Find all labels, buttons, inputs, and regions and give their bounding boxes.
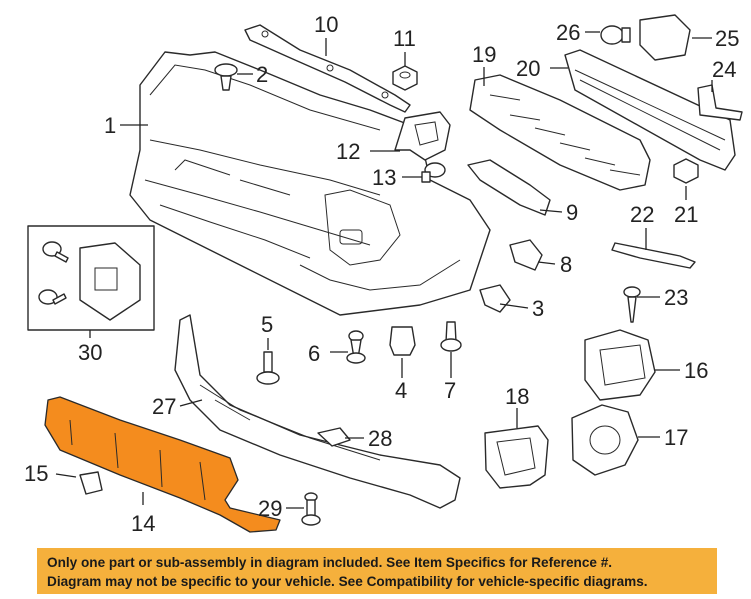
clip-15-part <box>79 471 103 495</box>
callout-9: 9 <box>566 200 578 225</box>
lower-cover-part <box>174 314 461 509</box>
bracket-12-part <box>394 111 451 161</box>
callout-22: 22 <box>630 202 654 227</box>
callout-5: 5 <box>261 312 273 337</box>
leader-lines <box>55 31 713 509</box>
screw-6-part <box>346 330 366 364</box>
callout-14: 14 <box>131 511 155 536</box>
bracket-kit-box <box>27 225 155 331</box>
rivet-7-part <box>440 321 462 352</box>
fog-cover-16-part <box>584 329 656 401</box>
clip-3-part <box>479 284 511 313</box>
callout-10: 10 <box>314 12 338 37</box>
notice-line-2: Diagram may not be specific to your vehi… <box>47 574 648 589</box>
callout-2: 2 <box>256 62 268 87</box>
callout-19: 19 <box>472 42 496 67</box>
callout-26: 26 <box>556 20 580 45</box>
callout-7: 7 <box>444 378 456 403</box>
callout-4: 4 <box>395 378 407 403</box>
upper-retainer-part <box>244 24 411 113</box>
callout-16: 16 <box>684 358 708 383</box>
callout-8: 8 <box>560 252 572 277</box>
callout-20: 20 <box>516 56 540 81</box>
clip-2-part <box>214 63 238 91</box>
callout-25: 25 <box>715 26 739 51</box>
notice-line-1: Only one part or sub-assembly in diagram… <box>47 555 613 570</box>
bracket-24-part <box>697 84 743 121</box>
clip-8-part <box>509 239 543 271</box>
callout-15: 15 <box>24 461 48 486</box>
callout-1: 1 <box>104 113 116 138</box>
callout-18: 18 <box>505 384 529 409</box>
callout-11: 11 <box>393 26 416 51</box>
energy-absorber-part <box>469 74 651 191</box>
callout-21: 21 <box>674 202 698 227</box>
reinforcement-beam-part <box>564 49 736 171</box>
sensor-26-part <box>600 25 631 45</box>
clip-4-part <box>389 326 416 356</box>
callout-6: 6 <box>308 341 320 366</box>
bracket-9-part <box>467 159 551 216</box>
callout-17: 17 <box>664 425 688 450</box>
bezel-18-part <box>484 425 549 489</box>
callout-23: 23 <box>664 285 688 310</box>
nut-21-part <box>673 158 699 184</box>
callout-24: 24 <box>712 57 736 82</box>
seal-22-part <box>611 242 696 269</box>
notice-banner: Only one part or sub-assembly in diagram… <box>37 548 717 594</box>
bolt-5-part <box>256 351 280 385</box>
bolt-13-part <box>421 162 446 183</box>
fog-bezel-17-part <box>571 404 639 476</box>
bumper-cover-part <box>129 51 491 316</box>
bracket-25-part <box>639 14 691 61</box>
callout-13: 13 <box>372 165 396 190</box>
callout-3: 3 <box>532 296 544 321</box>
skid-plate-highlight-part <box>44 396 281 533</box>
callout-12: 12 <box>336 139 360 164</box>
nut-11-part <box>392 65 418 91</box>
clip-28-part <box>317 427 351 447</box>
bolt-29-part <box>301 492 321 526</box>
callout-27: 27 <box>152 394 176 419</box>
callout-29: 29 <box>258 496 282 521</box>
callout-30: 30 <box>78 340 102 365</box>
pin-23-part <box>623 286 641 323</box>
callout-28: 28 <box>368 426 392 451</box>
